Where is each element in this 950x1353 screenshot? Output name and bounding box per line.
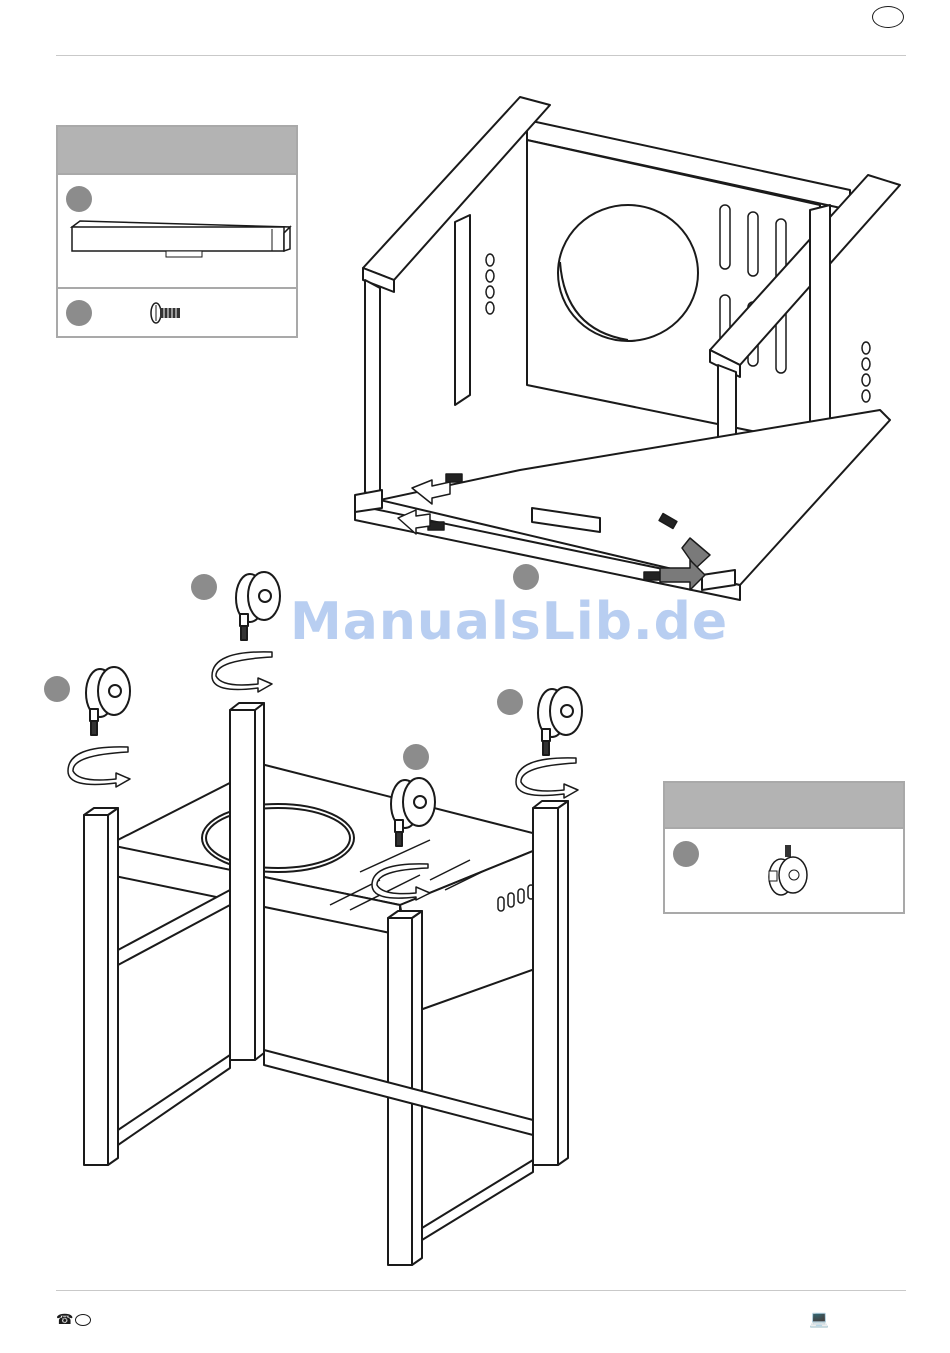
watermark-text: ManualsLib.de [290, 592, 728, 652]
phone-icon: ☎ [56, 1311, 73, 1328]
computer-icon: 💻 [809, 1309, 829, 1329]
footer-rule [56, 1290, 906, 1291]
lower-frame-drawing [84, 703, 568, 1265]
footer-phone: ☎ [56, 1311, 91, 1328]
country-badge [75, 1314, 91, 1326]
